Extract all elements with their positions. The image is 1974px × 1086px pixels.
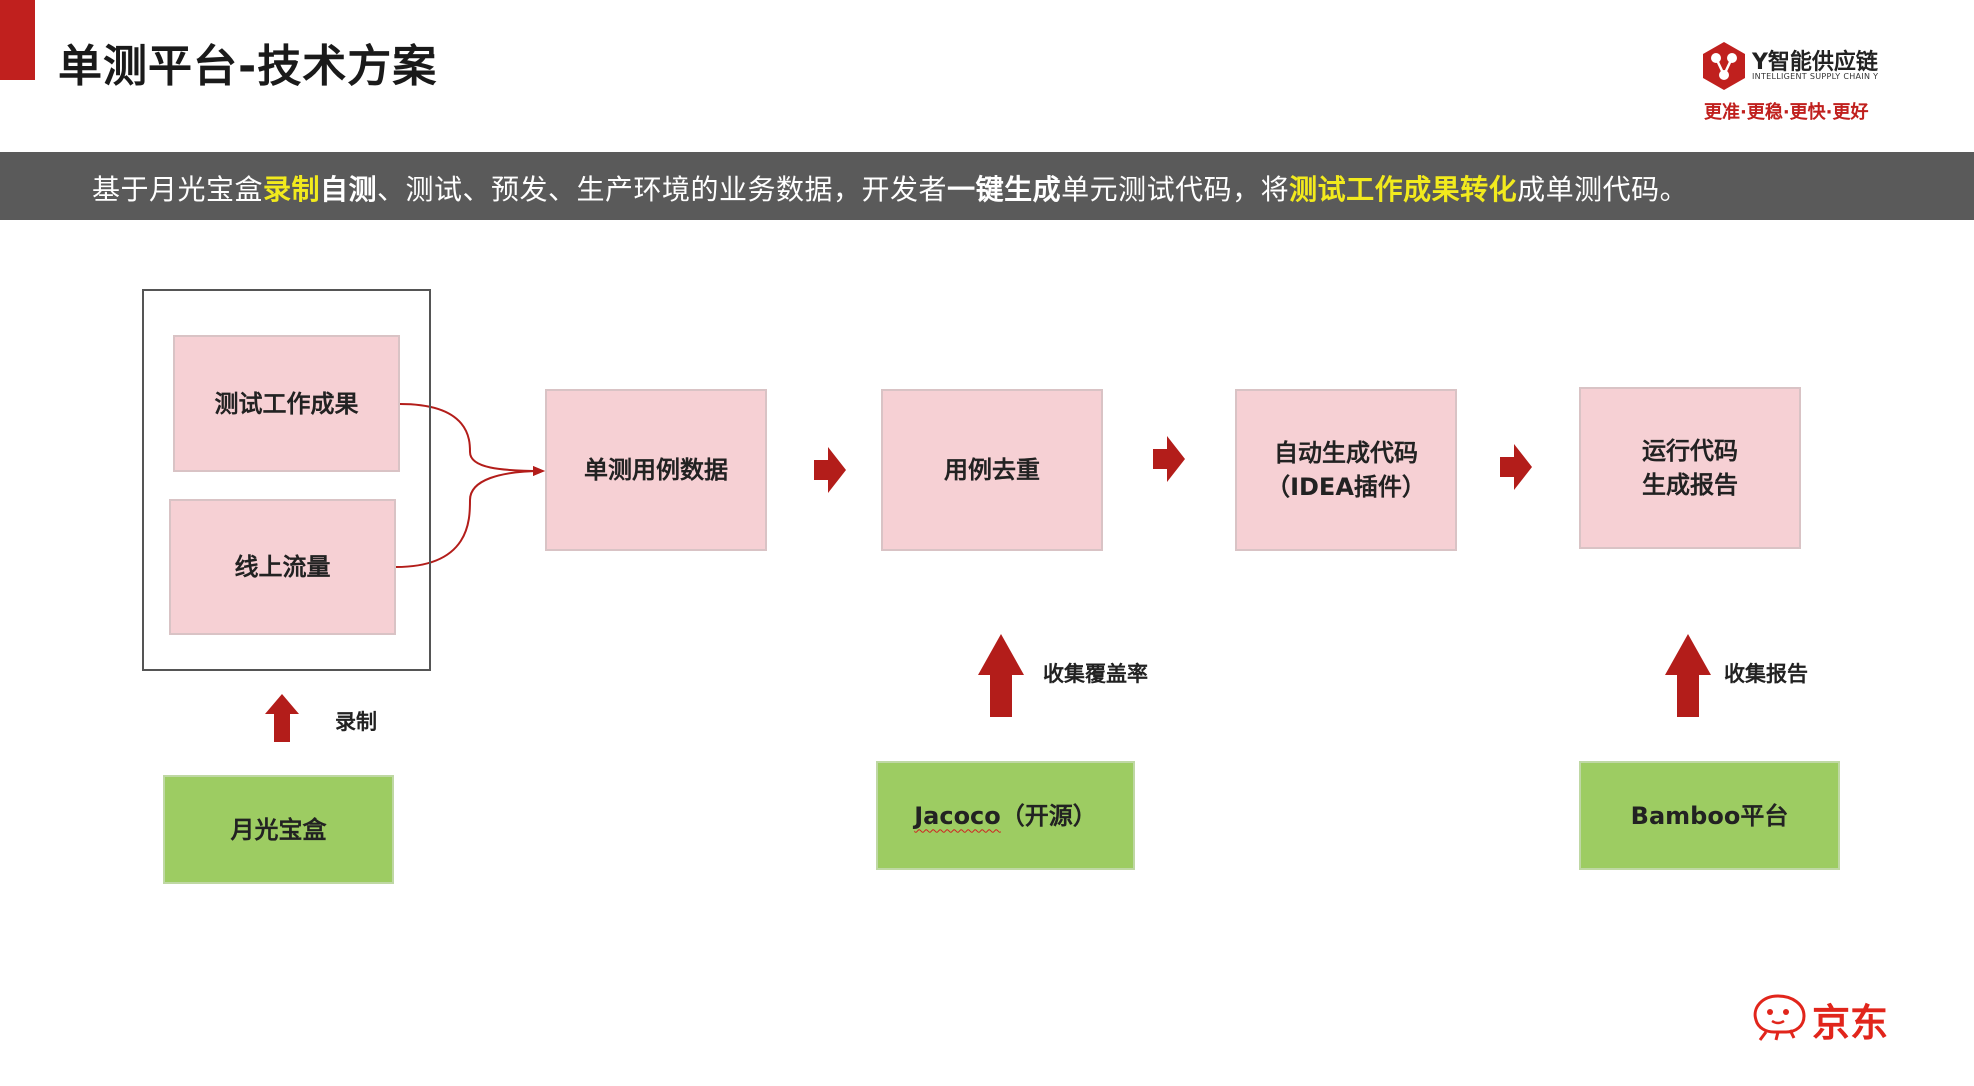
node-case-data: 单测用例数据 [545, 389, 767, 551]
jd-logo-text: 京东 [1812, 1001, 1889, 1045]
summary-banner: 基于月光宝盒录制自测、测试、预发、生产环境的业务数据，开发者一键生成单元测试代码… [0, 152, 1974, 220]
flow-arrow-right [814, 447, 846, 493]
node-auto-generate: 自动生成代码 （IDEA插件） [1235, 389, 1457, 551]
node-label: 用例去重 [944, 456, 1040, 484]
brand-name: Y智能供应链 [1752, 50, 1878, 75]
summary-highlight: 录制 [263, 173, 321, 206]
node-bamboo: Bamboo平台 [1579, 761, 1840, 870]
label-record: 录制 [335, 710, 377, 734]
node-run-report: 运行代码 生成报告 [1579, 387, 1801, 549]
summary-seg: 成单测代码。 [1517, 173, 1689, 206]
jd-dog-icon [1753, 994, 1806, 1041]
node-jacoco: Jacoco（开源） [876, 761, 1135, 870]
up-arrow-coverage [978, 634, 1024, 717]
label-coverage: 收集覆盖率 [1043, 662, 1148, 686]
hexagon-logo-icon [1703, 42, 1745, 90]
node-moonlight-box: 月光宝盒 [163, 775, 394, 884]
jacoco-name: Jacoco [914, 801, 1001, 830]
summary-bold: 一键生成 [947, 173, 1062, 206]
node-label-line2: （IDEA插件） [1266, 473, 1426, 501]
brand-logo: Y智能供应链 INTELLIGENT SUPPLY CHAIN Y 更准·更稳·… [1700, 40, 1910, 130]
header-accent-bar [0, 0, 35, 80]
slide-title: 单测平台-技术方案 [58, 41, 438, 92]
brand-subtitle: INTELLIGENT SUPPLY CHAIN Y [1752, 72, 1879, 81]
jacoco-suffix: （开源） [1000, 801, 1097, 830]
summary-highlight: 测试工作成果转化 [1289, 173, 1518, 206]
node-label: Bamboo平台 [1630, 801, 1789, 830]
node-label-line1: 自动生成代码 [1274, 439, 1418, 467]
node-label: 月光宝盒 [230, 815, 327, 844]
summary-bold: 自测 [320, 173, 378, 206]
connector-online-traffic [395, 466, 545, 568]
node-label: 测试工作成果 [214, 389, 359, 418]
flow-arrow-right [1500, 444, 1532, 490]
connector-test-results [399, 403, 545, 476]
node-dedup: 用例去重 [881, 389, 1103, 551]
summary-seg: 、测试、预发、生产环境的业务数据，开发者 [377, 173, 948, 206]
node-label: 单测用例数据 [584, 456, 728, 484]
node-label: 线上流量 [234, 553, 331, 581]
node-label: Jacoco（开源） [914, 799, 1097, 833]
node-online-traffic: 线上流量 [169, 499, 396, 635]
flow-arrow-right [1153, 436, 1185, 482]
summary-text: 基于月光宝盒录制自测、测试、预发、生产环境的业务数据，开发者一键生成单元测试代码… [92, 168, 1688, 208]
jd-logo: 京东 [1748, 990, 1908, 1046]
source-frame [142, 289, 431, 671]
node-label-line1: 运行代码 [1642, 437, 1738, 465]
node-label-line2: 生成报告 [1642, 471, 1738, 499]
node-test-results: 测试工作成果 [173, 335, 400, 472]
up-arrow-record [265, 694, 299, 742]
up-arrow-report [1665, 634, 1711, 717]
summary-seg: 基于月光宝盒 [92, 173, 264, 206]
brand-slogan: 更准·更稳·更快·更好 [1704, 102, 1869, 123]
summary-seg: 单元测试代码，将 [1061, 173, 1290, 206]
label-report: 收集报告 [1724, 662, 1808, 686]
